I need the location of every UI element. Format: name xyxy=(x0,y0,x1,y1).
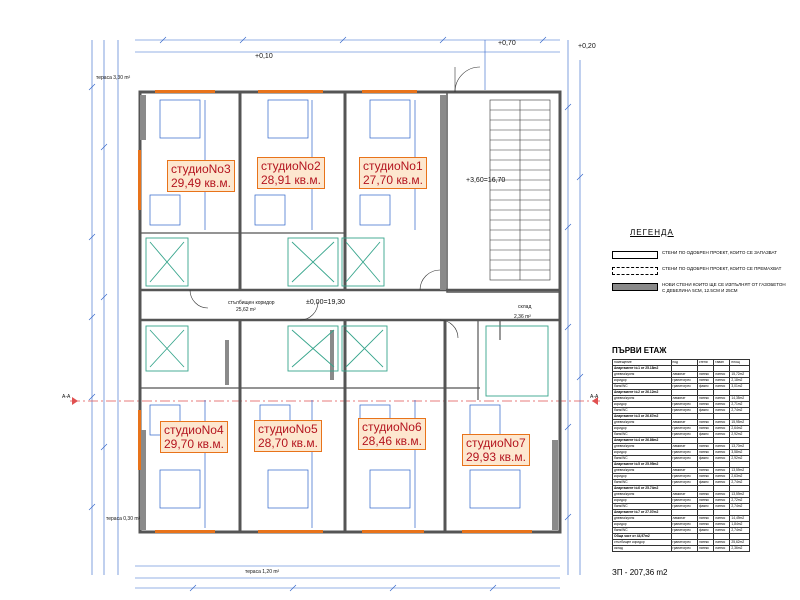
storage-label: склад xyxy=(518,304,531,310)
dimension-lines xyxy=(91,39,581,589)
schedule-cell: латекс xyxy=(696,545,715,552)
legend-item: нови стени които ще се изпълнят от газоб… xyxy=(612,282,792,296)
doors xyxy=(189,66,481,339)
level-marks: +0,10 +0,70 +0,20 +3,60=16,70 ±0,00=19,3… xyxy=(255,40,596,306)
legend-item: стени по одобрен проект, които се запазв… xyxy=(612,250,792,264)
section-axis-a-a xyxy=(70,397,600,405)
schedule-cell: гранитогрес xyxy=(670,545,698,552)
windows xyxy=(138,90,532,533)
terrace-bottom: тераса 1,20 m² xyxy=(245,569,280,575)
legend-swatch-dashed xyxy=(612,267,658,275)
staircase xyxy=(489,99,551,281)
axis-label-left: A-A xyxy=(62,394,71,400)
terrace-left: тераса 0,30 m² xyxy=(106,516,141,522)
room-text: стълбищен коридор 25,62 m² склад 2,36 m²… xyxy=(62,75,599,575)
storage-area: 2,36 m² xyxy=(514,314,531,320)
level-top-right: +0,20 xyxy=(578,43,596,50)
legend: ЛЕГЕНДА стени по одобрен проект, които с… xyxy=(612,228,792,318)
terrace-top: тераса 3,30 m² xyxy=(96,75,131,81)
schedule-cell: латекс xyxy=(713,545,731,552)
corridor-label: стълбищен коридор xyxy=(228,300,275,306)
schedule-cell: 2,36m2 xyxy=(729,545,750,552)
legend-item: стени по одобрен проект, които се премах… xyxy=(612,266,792,280)
built-area-summary: ЗП - 207,36 m2 xyxy=(612,568,668,577)
building-walls xyxy=(138,90,562,534)
legend-swatch-fill xyxy=(612,283,658,291)
new-walls xyxy=(140,95,558,530)
corridor-area: 25,62 m² xyxy=(236,307,256,313)
bathrooms xyxy=(145,237,549,397)
schedule-title: ПЪРВИ ЕТАЖ xyxy=(612,346,667,355)
legend-swatch-solid xyxy=(612,251,658,259)
schedule-cell: склад xyxy=(612,545,672,552)
legend-title: ЛЕГЕНДА xyxy=(630,228,674,237)
level-top-left: +0,10 xyxy=(255,53,273,60)
level-top-mid: +0,70 xyxy=(498,40,516,47)
level-stair: +3,60=16,70 xyxy=(466,177,505,184)
dimension-ticks xyxy=(88,36,584,592)
level-corridor: ±0,00=19,30 xyxy=(306,299,345,306)
axis-label-right: A-A xyxy=(590,394,599,400)
